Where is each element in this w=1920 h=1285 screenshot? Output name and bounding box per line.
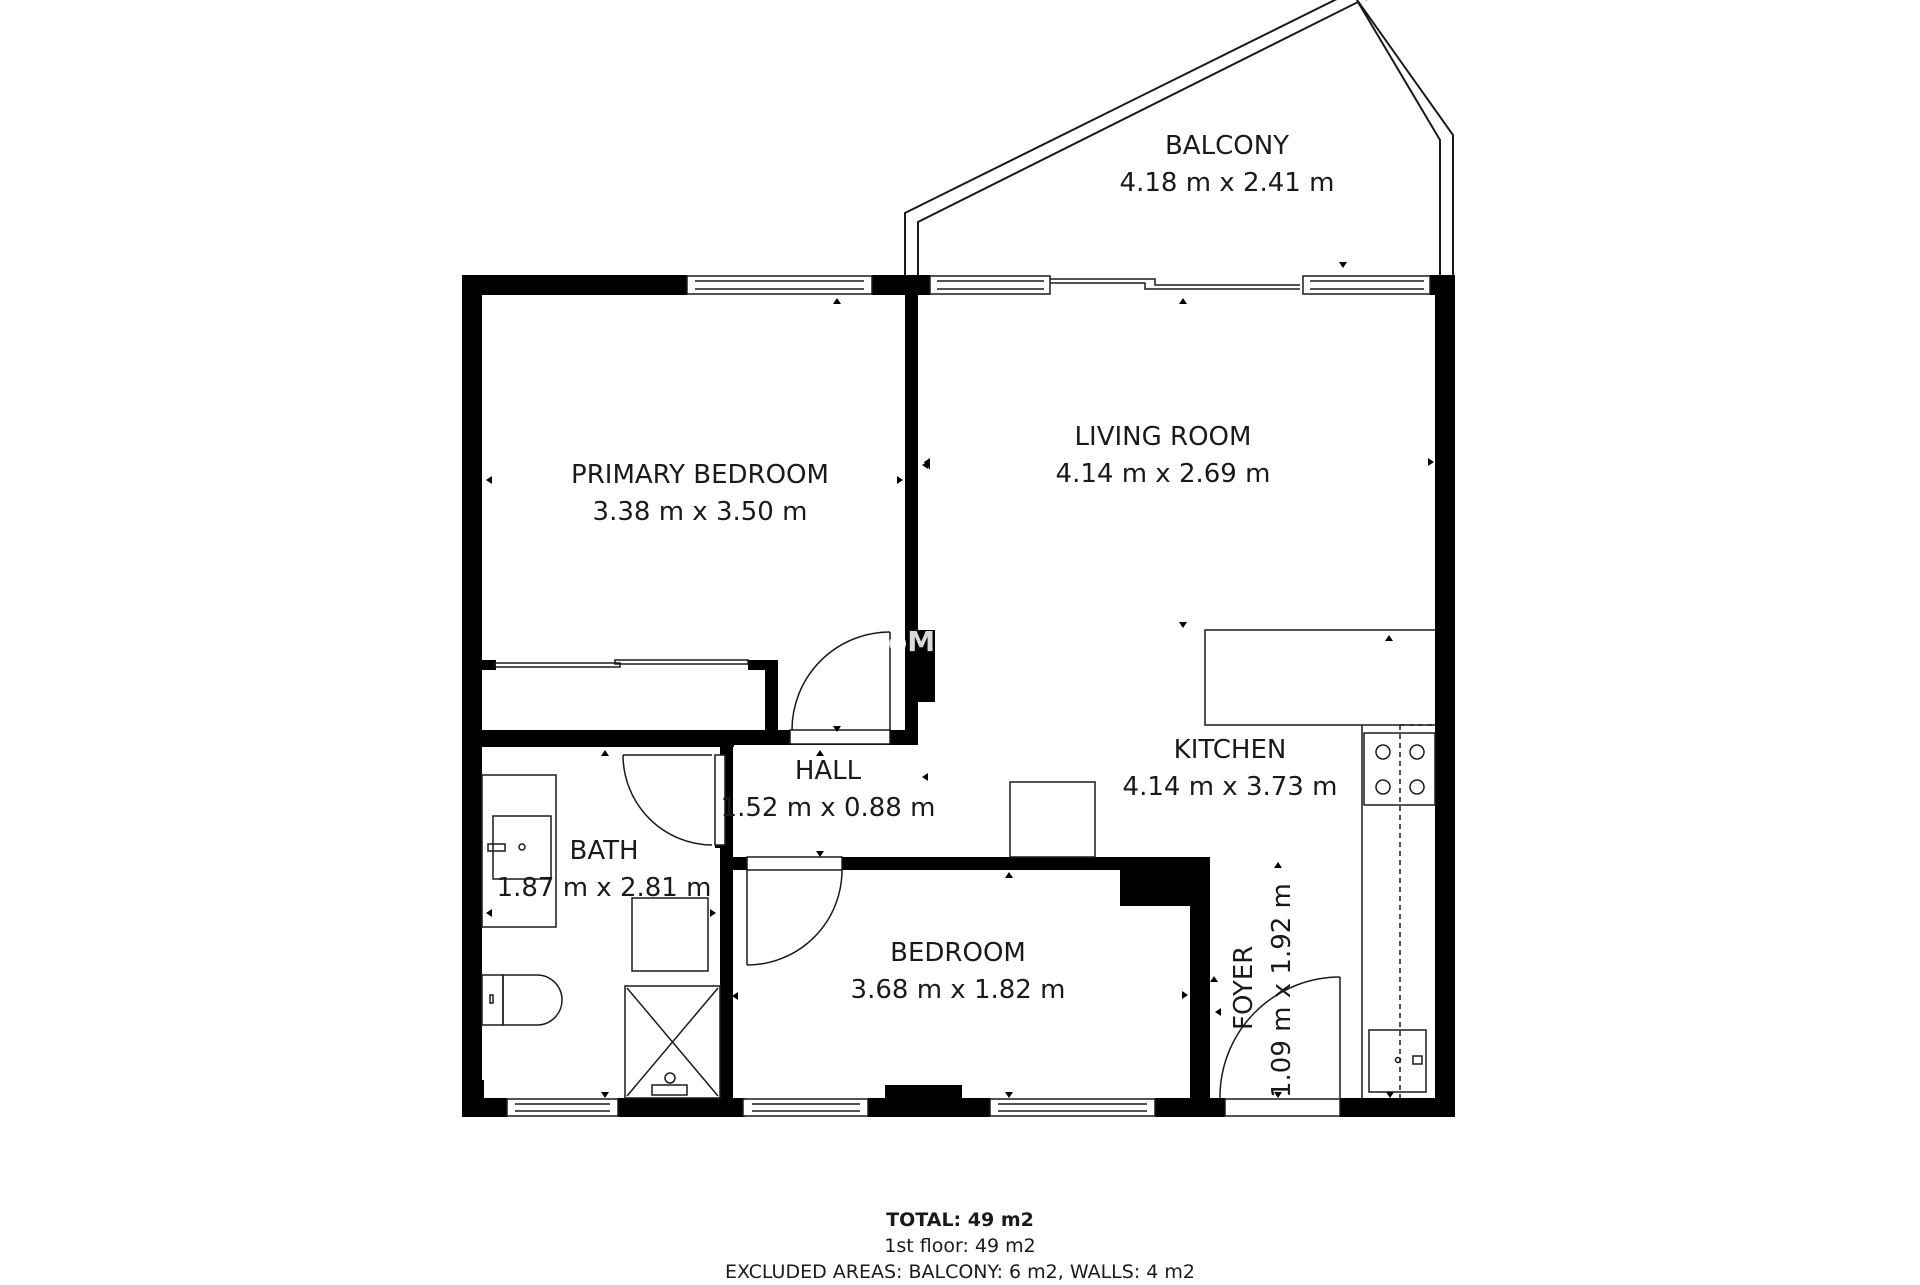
measurement-markers — [486, 262, 1434, 1098]
watermark: oM — [888, 625, 936, 658]
closet-doors — [494, 659, 749, 668]
room-dimensions: 1.87 m x 2.81 m — [496, 873, 712, 903]
room-dimensions: 4.14 m x 2.69 m — [1055, 459, 1271, 489]
room-label-hall: HALL 1.52 m x 0.88 m — [721, 753, 936, 827]
room-dimensions: 4.14 m x 3.73 m — [1122, 772, 1338, 802]
room-name: FOYER — [1229, 945, 1259, 1030]
room-label-foyer-dimensions: 1.09 m x 1.92 m — [1264, 883, 1301, 1098]
room-dimensions: 1.09 m x 1.92 m — [1267, 883, 1297, 1098]
bath-fixtures — [481, 774, 721, 1099]
room-label-bedroom: BEDROOM 3.68 m x 1.82 m — [851, 935, 1066, 1009]
room-label-primary-bedroom: PRIMARY BEDROOM 3.38 m x 3.50 m — [571, 457, 829, 531]
total-area: TOTAL: 49 m2 — [886, 1209, 1034, 1231]
room-name: PRIMARY BEDROOM — [571, 460, 829, 490]
room-label-bath: BATH 1.87 m x 2.81 m — [497, 833, 712, 907]
room-name: BATH — [569, 836, 639, 866]
room-name: KITCHEN — [1173, 735, 1287, 765]
room-dimensions: 4.18 m x 2.41 m — [1119, 168, 1335, 198]
excluded-areas: EXCLUDED AREAS: BALCONY: 6 m2, WALLS: 4 … — [725, 1261, 1195, 1283]
room-dimensions: 3.68 m x 1.82 m — [850, 975, 1066, 1005]
room-label-kitchen: KITCHEN 4.14 m x 3.73 m — [1123, 732, 1338, 806]
door-swings — [622, 631, 1341, 1099]
room-dimensions: 1.52 m x 0.88 m — [720, 793, 936, 823]
windows — [506, 275, 1431, 1117]
room-name: BALCONY — [1164, 131, 1290, 161]
room-label-living-room: LIVING ROOM 4.14 m x 2.69 m — [1056, 419, 1271, 493]
area-summary: TOTAL: 49 m2 1st floor: 49 m2 EXCLUDED A… — [0, 1207, 1920, 1285]
room-name: LIVING ROOM — [1074, 422, 1252, 452]
kitchen-fixtures — [1009, 629, 1436, 1098]
room-label-balcony: BALCONY 4.18 m x 2.41 m — [1120, 128, 1335, 202]
room-name: BEDROOM — [890, 938, 1026, 968]
floor-area: 1st floor: 49 m2 — [884, 1235, 1036, 1257]
balcony-outline — [904, 0, 1454, 275]
room-dimensions: 3.38 m x 3.50 m — [592, 497, 808, 527]
room-label-foyer: FOYER — [1226, 946, 1263, 1030]
room-name: HALL — [794, 756, 862, 786]
